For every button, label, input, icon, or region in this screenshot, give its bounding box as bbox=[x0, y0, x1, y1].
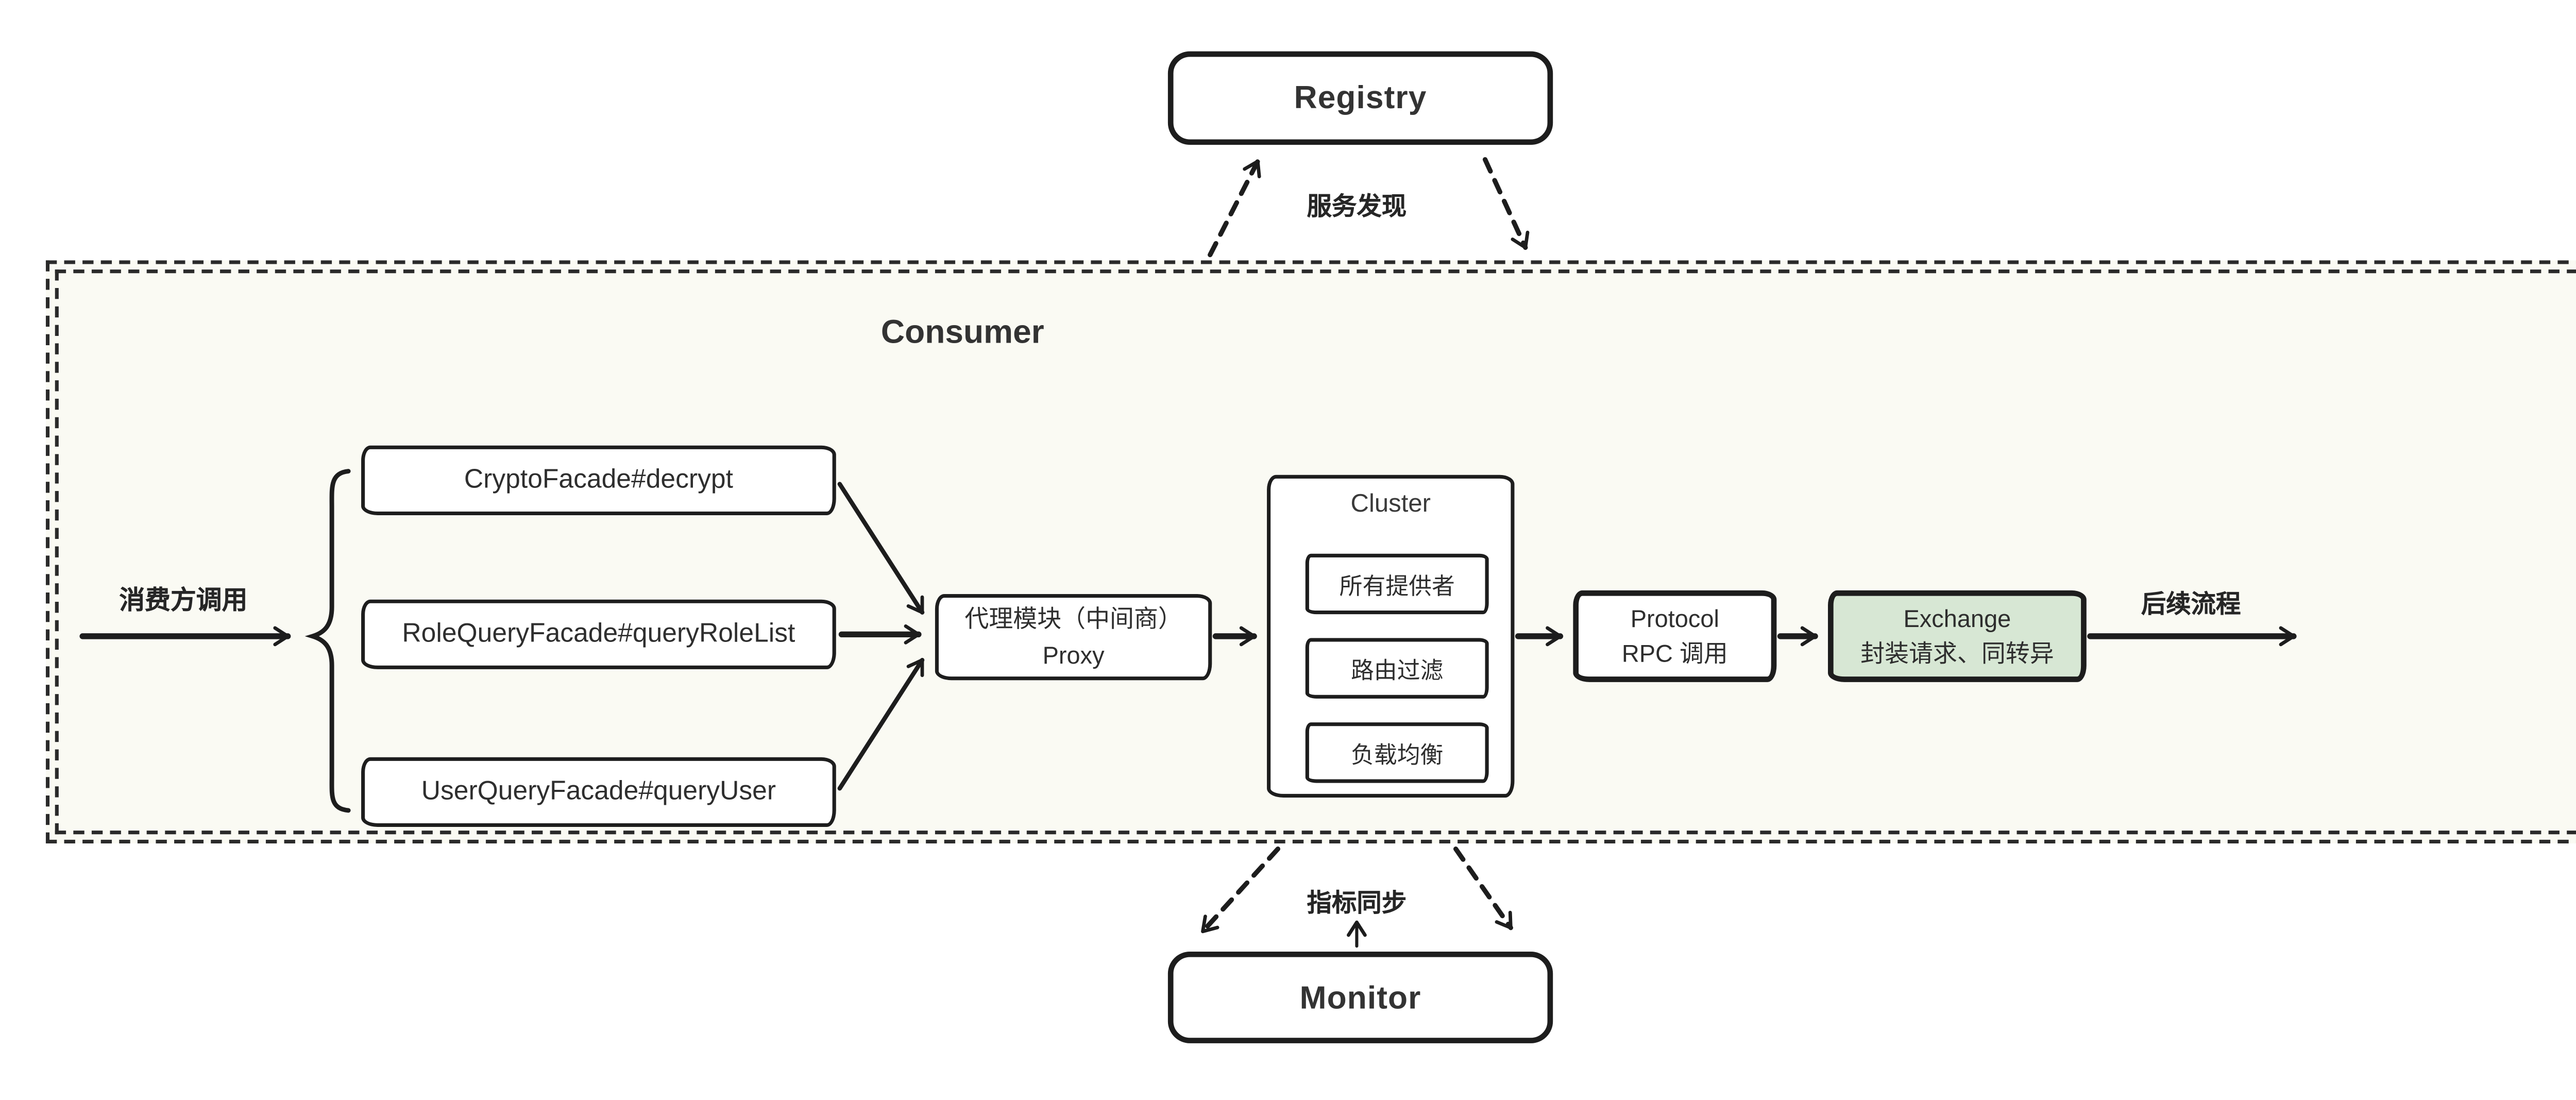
cluster-step-route-filter: 路由过滤 bbox=[1305, 638, 1489, 699]
dashed-arrow-registry-to-consumer bbox=[1482, 157, 1530, 250]
consumer-title: Consumer bbox=[880, 313, 1044, 350]
exchange-node: Exchange 封装请求、同转异 bbox=[1828, 590, 2087, 682]
protocol-label-line1: Protocol bbox=[1630, 604, 1719, 633]
monitor-label: Monitor bbox=[1299, 978, 1421, 1015]
facade-box-userquery: UserQueryFacade#queryUser bbox=[361, 757, 836, 827]
dashed-arrow-consumer-to-registry bbox=[1208, 159, 1261, 258]
exchange-label-line2: 封装请求、同转异 bbox=[1860, 639, 2054, 668]
protocol-node: Protocol RPC 调用 bbox=[1573, 590, 1777, 682]
cluster-step1-label: 所有提供者 bbox=[1339, 573, 1455, 600]
monitor-node: Monitor bbox=[1167, 951, 1553, 1043]
facade-userquery-label: UserQueryFacade#queryUser bbox=[421, 777, 776, 807]
caller-label: 消费方调用 bbox=[119, 585, 248, 615]
facade-crypto-label: CryptoFacade#decrypt bbox=[464, 465, 733, 495]
dashed-arrow-consumer-to-monitor-right bbox=[1453, 847, 1513, 930]
cluster-title: Cluster bbox=[1350, 489, 1431, 517]
facade-box-crypto: CryptoFacade#decrypt bbox=[361, 445, 836, 515]
dashed-arrow-consumer-to-monitor-left bbox=[1200, 847, 1281, 934]
cluster-step2-label: 路由过滤 bbox=[1351, 658, 1444, 684]
line-crypto-to-proxy bbox=[837, 482, 925, 615]
proxy-label-line1: 代理模块（中间商） bbox=[964, 605, 1182, 634]
cluster-step-all-providers: 所有提供者 bbox=[1305, 553, 1489, 615]
line-user-to-proxy bbox=[837, 657, 925, 791]
proxy-node: 代理模块（中间商） Proxy bbox=[935, 594, 1212, 681]
exchange-label-line1: Exchange bbox=[1903, 604, 2011, 633]
proxy-label-line2: Proxy bbox=[1042, 640, 1105, 669]
facade-brace bbox=[304, 469, 351, 813]
cluster-step-load-balance: 负载均衡 bbox=[1305, 722, 1489, 783]
cluster-step3-label: 负载均衡 bbox=[1351, 742, 1444, 769]
facade-box-rolequery: RoleQueryFacade#queryRoleList bbox=[361, 599, 836, 669]
registry-label: Registry bbox=[1294, 79, 1427, 116]
registry-node: Registry bbox=[1167, 51, 1553, 145]
cluster-node: Cluster 所有提供者 路由过滤 负载均衡 bbox=[1267, 475, 1515, 798]
protocol-label-line2: RPC 调用 bbox=[1621, 639, 1728, 668]
metrics-sync-label: 指标同步 bbox=[1307, 889, 1407, 917]
facade-rolequery-label: RoleQueryFacade#queryRoleList bbox=[402, 619, 795, 649]
next-flow-label: 后续流程 bbox=[2141, 590, 2241, 618]
service-discovery-label: 服务发现 bbox=[1307, 192, 1407, 221]
